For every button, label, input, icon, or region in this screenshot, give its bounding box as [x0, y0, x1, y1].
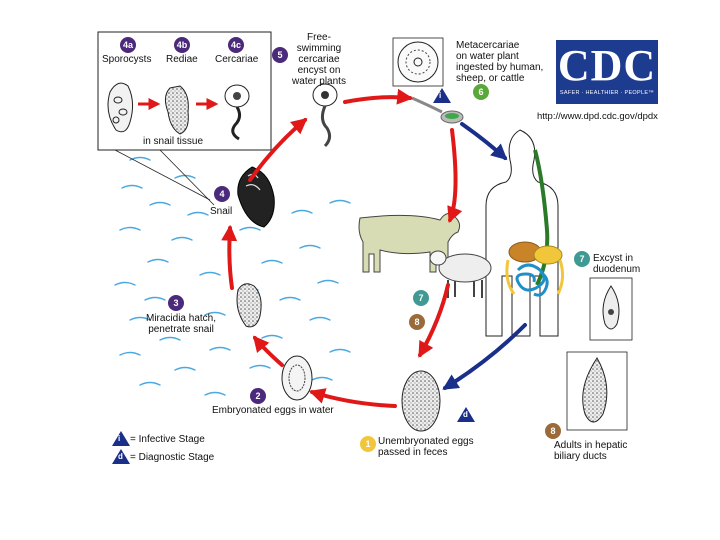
diagnostic-stage-marker: d	[457, 407, 475, 422]
sporocysts-label: Sporocysts	[102, 54, 152, 65]
stage-4b-badge: 4b	[174, 37, 190, 53]
stage-5-label-line1: Free-swimming	[296, 32, 342, 54]
adult-fluke-illustration	[566, 351, 628, 431]
snail-tissue-label: in snail tissue	[143, 136, 204, 147]
cdc-url-link[interactable]: http://www.dpd.cdc.gov/dpdx	[537, 111, 658, 122]
cdc-logo-text: CDC	[557, 41, 657, 90]
cdc-logo: CDC SAFER · HEALTHIER · PEOPLE™	[556, 40, 658, 104]
stage-3-label: Miracidia hatch, penetrate snail	[140, 313, 222, 335]
stage-8-label-line2: biliary ducts	[554, 451, 607, 462]
stage-5-label-line3: encyst on	[297, 65, 341, 76]
legend-diagnostic-text: = Diagnostic Stage	[130, 452, 215, 463]
stage-3-badge: 3	[168, 295, 184, 311]
stage-5-label-line2: cercariae	[298, 54, 340, 65]
stage-1-label: Unembryonated eggs passed in feces	[378, 436, 474, 458]
snail-label: Snail	[210, 206, 233, 217]
stage-6-label-line2: on water plant	[456, 51, 519, 62]
animal-stage-8-badge: 8	[409, 314, 425, 330]
stage-8-label-line1: Adults in hepatic	[554, 440, 628, 451]
legend-infective-text: = Infective Stage	[130, 434, 205, 445]
cdc-tagline: SAFER · HEALTHIER · PEOPLE™	[559, 90, 655, 96]
legend-diagnostic-letter: d	[118, 452, 123, 461]
redia-illustration	[164, 85, 189, 135]
stage-7-label: Excyst in duodenum	[593, 253, 640, 275]
stage-2-badge: 2	[250, 388, 266, 404]
miracidium-illustration	[236, 283, 262, 328]
human-illustration	[485, 129, 565, 337]
rediae-label: Rediae	[166, 54, 198, 65]
stage-1-label-line1: Unembryonated eggs	[378, 436, 474, 447]
stage-4-badge: 4	[214, 186, 230, 202]
infective-stage-marker-letter: i	[439, 91, 442, 100]
animal-stage-7-badge: 7	[413, 290, 429, 306]
infective-stage-marker: i	[433, 88, 451, 103]
legend-diagnostic-icon: d	[112, 449, 130, 464]
free-cercaria-illustration	[312, 83, 338, 148]
stage-8-badge: 8	[545, 423, 561, 439]
stage-1-badge: 1	[360, 436, 376, 452]
stage-6-badge: 6	[473, 84, 489, 100]
stage-2-label: Embryonated eggs in water	[212, 405, 334, 416]
legend-infective-icon: i	[112, 431, 130, 446]
stage-6-label-line4: sheep, or cattle	[456, 73, 525, 84]
metacercaria-illustration	[392, 37, 444, 87]
stage-6-label-line3: ingested by human,	[456, 62, 544, 73]
stage-6-label-line1: Metacercariae	[456, 40, 520, 51]
stage-6-label: Metacercariae on water plant ingested by…	[456, 40, 543, 84]
snail-illustration	[237, 166, 275, 228]
stage-4c-badge: 4c	[228, 37, 244, 53]
stage-8-label: Adults in hepatic biliary ducts	[554, 440, 627, 462]
cercariae-label: Cercariae	[215, 54, 259, 65]
blue-human-arrows	[442, 122, 527, 390]
stage-7-badge: 7	[574, 251, 590, 267]
water-waves	[114, 156, 351, 396]
legend-infective-letter: i	[118, 434, 121, 443]
stage-1-label-line2: passed in feces	[378, 447, 448, 458]
spoon-illustration	[411, 96, 464, 124]
stage-3-label-line2: penetrate snail	[148, 324, 214, 335]
stage-5-label-line4: water plants	[292, 76, 346, 87]
red-cycle-arrows	[221, 88, 463, 408]
embryonated-egg-illustration	[281, 355, 313, 401]
diagnostic-stage-marker-letter: d	[463, 410, 468, 419]
sporocyst-illustration	[107, 82, 134, 133]
unembryonated-egg-illustration	[401, 370, 441, 432]
excysted-fluke-illustration	[589, 277, 633, 341]
stage-5-badge: 5	[272, 47, 288, 63]
stage-7-label-line1: Excyst in	[593, 253, 634, 264]
stage-5-label: Free-swimming cercariae encyst on water …	[285, 32, 353, 87]
stage-7-label-line2: duodenum	[593, 264, 641, 275]
cercaria-illustration	[224, 84, 250, 141]
stage-3-label-line1: Miracidia hatch,	[145, 313, 217, 324]
sheep-illustration	[429, 250, 492, 298]
stage-4a-badge: 4a	[120, 37, 136, 53]
